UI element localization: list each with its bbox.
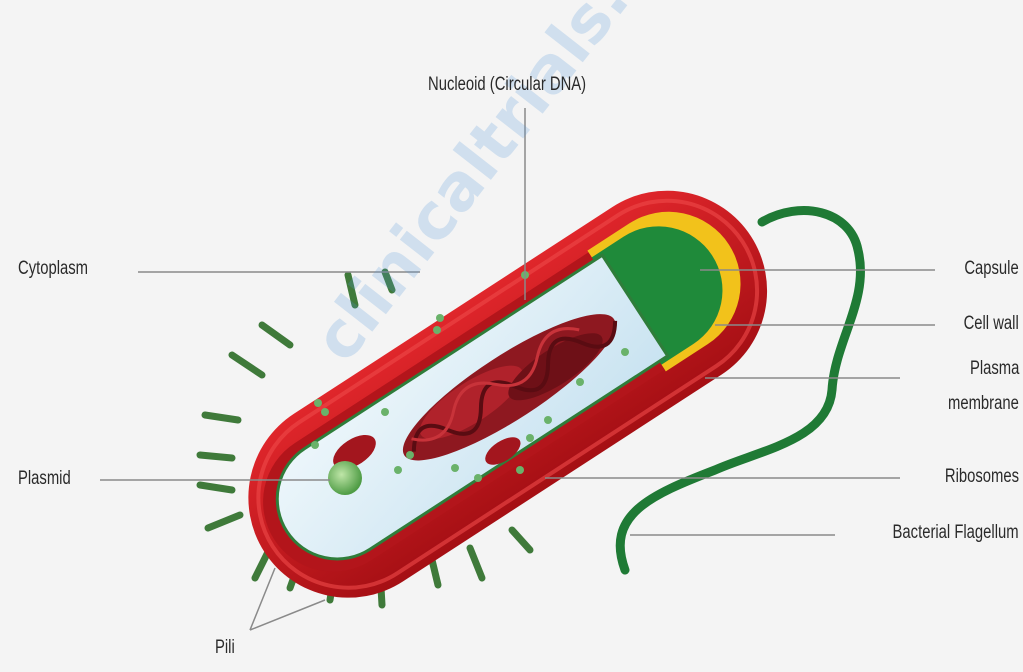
label-ribosomes: Ribosomes: [945, 466, 1019, 488]
label-capsule: Capsule: [965, 258, 1019, 280]
pilus: [385, 272, 392, 290]
pilus: [470, 548, 482, 578]
pilus: [200, 485, 232, 490]
ribosome: [621, 348, 629, 356]
leader-pili-2: [250, 600, 325, 630]
ribosome: [451, 464, 459, 472]
ribosome: [544, 416, 552, 424]
ribosome: [576, 378, 584, 386]
ribosome: [406, 451, 414, 459]
pilus: [205, 415, 238, 420]
pilus: [262, 325, 290, 345]
pilus: [200, 455, 232, 458]
ribosome: [381, 408, 389, 416]
ribosome: [474, 474, 482, 482]
ribosome: [314, 399, 322, 407]
label-flagellum: Bacterial Flagellum: [893, 522, 1019, 544]
label-plasma-membrane-line1: Plasma: [970, 358, 1019, 380]
pilus: [208, 515, 240, 528]
pilus: [348, 275, 355, 305]
ribosome: [526, 434, 534, 442]
label-pili: Pili: [215, 637, 235, 659]
label-cell-wall: Cell wall: [964, 313, 1019, 335]
plasmid: [328, 461, 362, 495]
label-plasmid: Plasmid: [18, 468, 71, 490]
ribosome: [394, 466, 402, 474]
cell-body: [210, 152, 805, 636]
ribosome: [436, 314, 444, 322]
ribosome: [433, 326, 441, 334]
label-nucleoid: Nucleoid (Circular DNA): [428, 74, 586, 96]
pilus: [232, 355, 262, 375]
ribosome: [516, 466, 524, 474]
ribosome: [321, 408, 329, 416]
label-plasma-membrane-line2: membrane: [948, 393, 1019, 415]
ribosome: [311, 441, 319, 449]
pilus: [512, 530, 530, 550]
pilus: [432, 560, 438, 585]
label-cytoplasm: Cytoplasm: [18, 258, 88, 280]
